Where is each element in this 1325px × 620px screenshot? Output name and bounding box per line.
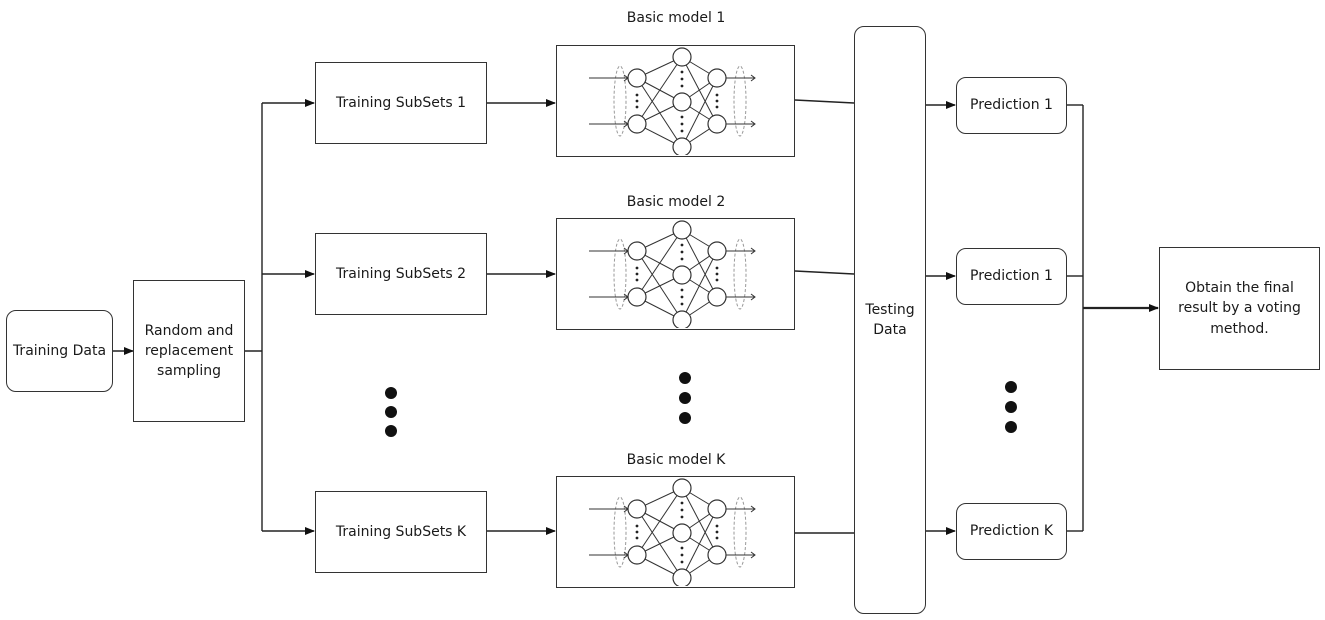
prediction-label-k: Prediction K [969,523,1054,540]
neural-network-icon [589,47,756,157]
subset-label-1: Training SubSets 1 [336,94,466,111]
ellipsis-dot [679,412,691,424]
model-box-2 [556,218,795,330]
neural-network-icon [589,220,756,330]
model-caption-k: Basic model K [626,452,726,468]
final-result-label: Obtain the final result by a voting meth… [1178,280,1301,337]
prediction-label-2: Prediction 1 [970,268,1053,285]
training-data-box: Training Data [6,310,113,392]
line-model1-to-testing [794,99,855,104]
prediction-box-k: Prediction K [956,503,1067,560]
subset-label-2: Training SubSets 2 [336,265,466,282]
training-data-label: Training Data [12,342,107,359]
prediction-label-1: Prediction 1 [970,97,1053,114]
model-caption-2: Basic model 2 [626,194,726,210]
ellipsis-dot [1005,421,1017,433]
ellipsis-dot [385,406,397,418]
ellipsis-dot [385,425,397,437]
testing-data-label: Testing Data [865,301,915,338]
ellipsis-dot [1005,381,1017,393]
model-caption-1: Basic model 1 [626,10,726,26]
testing-data-box: Testing Data [854,26,926,614]
subset-box-2: Training SubSets 2 [315,233,487,315]
final-result-box: Obtain the final result by a voting meth… [1159,247,1320,370]
prediction-box-1: Prediction 1 [956,77,1067,134]
subset-box-k: Training SubSets K [315,491,487,573]
subset-label-k: Training SubSets K [335,523,467,540]
ellipsis-dot [385,387,397,399]
sampling-box: Random and replacement sampling [133,280,245,422]
line-model2-to-testing [794,270,855,275]
model-box-k [556,476,795,588]
ellipsis-dot [1005,401,1017,413]
ellipsis-dot [679,392,691,404]
subset-box-1: Training SubSets 1 [315,62,487,144]
sampling-label: Random and replacement sampling [144,322,234,380]
neural-network-icon [589,478,756,588]
model-box-1 [556,45,795,157]
ellipsis-dot [679,372,691,384]
prediction-box-2: Prediction 1 [956,248,1067,305]
